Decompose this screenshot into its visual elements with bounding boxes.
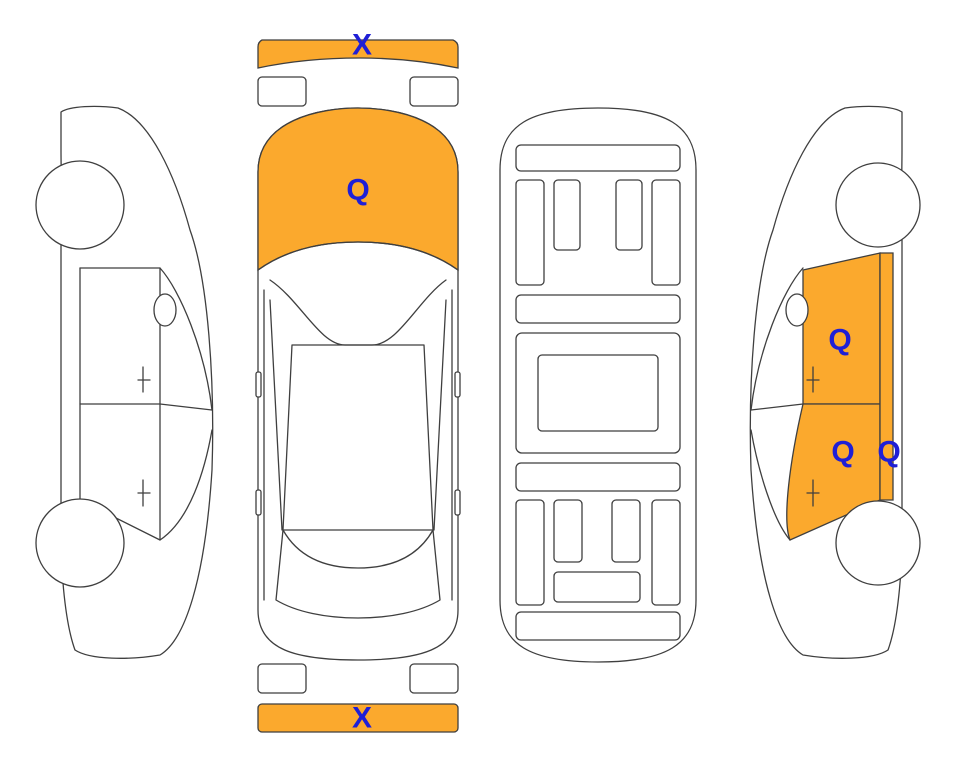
car-left-side-view	[35, 105, 214, 659]
right-front-door-marker: Q	[828, 324, 851, 357]
right-pillar-zone	[879, 252, 894, 501]
rear-right-tire-block	[409, 663, 459, 694]
top-right-handle	[454, 371, 461, 398]
left-rear-handle-icon	[137, 479, 151, 507]
rear-bumper-marker: X	[352, 702, 372, 735]
rear-left-tire-block	[257, 663, 307, 694]
under-rear-left-arm	[553, 499, 583, 563]
rear-window	[275, 529, 441, 619]
rear-bumper-zone	[257, 703, 459, 733]
car-right-side-view	[749, 105, 921, 659]
right-mirror	[785, 293, 809, 327]
left-window-upper	[79, 267, 213, 411]
right-rear-door-marker: Q	[831, 436, 854, 469]
right-rear-door-zone	[786, 403, 881, 541]
front-bumper-zone	[257, 39, 459, 69]
front-bumper-marker: X	[352, 29, 372, 62]
under-front-left-rail	[515, 179, 545, 286]
under-rear-left-rail	[515, 499, 545, 606]
windshield-edge	[257, 241, 459, 271]
front-left-tire-block	[257, 76, 307, 107]
under-front-subframe	[515, 294, 681, 324]
car-top-view	[255, 39, 461, 733]
hood-marker: Q	[346, 174, 369, 207]
under-rear-muffler	[553, 571, 641, 603]
under-center-plate	[537, 354, 659, 432]
top-side-lines	[263, 289, 453, 601]
right-front-handle-icon	[806, 366, 820, 393]
car-underside-view	[499, 107, 697, 663]
under-rear-right-rail	[651, 499, 681, 606]
left-mirror	[153, 293, 177, 327]
under-front-crossmember	[515, 144, 681, 172]
damage-markers: X Q X Q Q Q	[346, 29, 900, 735]
right-pillar-marker: Q	[877, 436, 900, 469]
left-front-handle-icon	[137, 366, 151, 393]
right-window-lower	[750, 429, 791, 541]
under-rear-right-arm	[611, 499, 641, 563]
under-front-right-rail	[651, 179, 681, 286]
top-right-handle-rear	[454, 489, 461, 516]
right-belt-line	[750, 403, 804, 411]
front-right-tire-block	[409, 76, 459, 107]
right-rear-wheel	[835, 500, 921, 586]
under-rear-crossmember	[515, 611, 681, 641]
under-front-right-arm	[615, 179, 643, 251]
top-left-handle-rear	[255, 489, 262, 516]
left-front-wheel	[35, 160, 125, 250]
left-rear-wheel	[35, 498, 125, 588]
right-front-wheel	[835, 162, 921, 248]
right-rear-handle-icon	[806, 479, 820, 507]
top-left-handle	[255, 371, 262, 398]
top-pillar-lines	[269, 299, 447, 531]
under-rear-subframe	[515, 462, 681, 492]
under-front-left-arm	[553, 179, 581, 251]
right-window-upper	[750, 267, 804, 411]
